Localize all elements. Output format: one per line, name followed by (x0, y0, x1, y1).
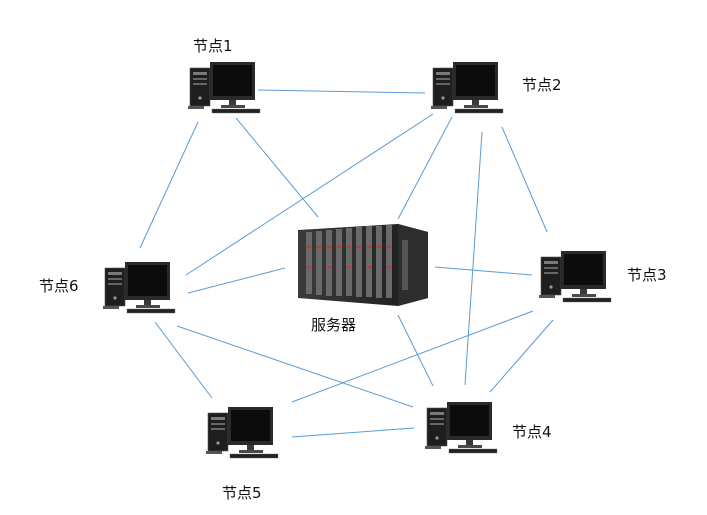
computer-icon-node5 (205, 406, 279, 459)
edge-n1-n6 (139, 121, 199, 249)
computer-icon-node6 (102, 261, 176, 314)
edge-n6-server (187, 267, 286, 294)
edge-n6-n5 (154, 321, 213, 399)
node5-label: 节点5 (222, 484, 262, 502)
edge-n3-n4 (489, 319, 554, 393)
computer-icon-node4 (424, 401, 498, 454)
edge-n5-n4 (291, 427, 415, 438)
node2-label: 节点2 (522, 76, 562, 94)
edge-n1-server (235, 117, 319, 218)
edge-server-n3 (434, 266, 533, 276)
edge-n2-n6 (185, 113, 434, 276)
computer-icon-node2 (430, 61, 504, 114)
edge-n2-n3 (501, 126, 548, 233)
computer-icon-node1 (187, 61, 261, 114)
edge-server-n4 (397, 314, 434, 387)
edge-n6-n4 (176, 325, 414, 408)
computer-icon-node3 (538, 250, 612, 303)
node6-label: 节点6 (39, 277, 79, 295)
rack-server-icon (298, 224, 428, 306)
edge-n3-n5 (291, 310, 534, 403)
node4-label: 节点4 (512, 423, 552, 441)
edge-n1-n2 (257, 89, 426, 94)
edge-n2-n4 (464, 131, 483, 386)
node1-label: 节点1 (193, 37, 233, 55)
server-label: 服务器 (311, 316, 357, 334)
node3-label: 节点3 (627, 266, 667, 284)
edge-n2-server (397, 116, 453, 220)
